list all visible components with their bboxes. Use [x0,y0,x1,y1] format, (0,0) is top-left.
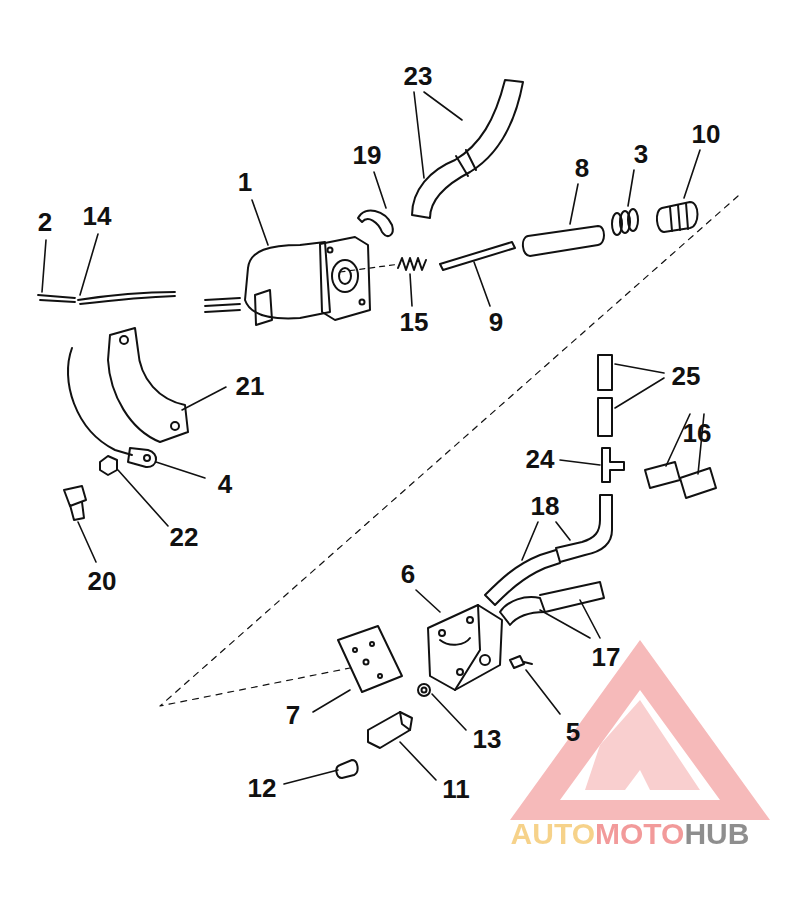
callout-number: 19 [353,142,382,168]
fuel-pump [428,605,502,690]
callout-number: 17 [592,644,621,670]
fitting [368,712,412,748]
washer [422,688,427,693]
callout-number: 11 [442,776,470,802]
callout-number: 10 [692,121,721,147]
spring [612,209,638,235]
callout-number: 5 [566,719,580,745]
watermark: AUTOMOTOHUB [511,819,750,849]
bracket [108,328,188,442]
assembly-line [160,196,738,706]
callout-number: 14 [83,203,112,229]
ground-wire [68,348,156,467]
callout-number: 6 [401,561,415,587]
hose [500,582,604,625]
tee-fitting [602,448,624,482]
callout-number: 22 [170,524,199,550]
callout-number: 12 [248,775,277,801]
washer [418,684,430,696]
leader-lines [42,92,704,784]
tube [598,355,612,436]
callout-number: 8 [575,155,589,181]
callout-number: 21 [236,373,265,399]
hose [645,462,716,498]
cap [657,202,698,232]
callout-number: 4 [218,471,232,497]
cap [336,760,357,778]
solenoid [245,237,370,325]
wire-leads [38,292,240,312]
callout-number: 7 [286,702,300,728]
callout-number: 23 [404,63,433,89]
callout-number: 2 [38,209,52,235]
pin [440,242,515,270]
callout-number: 25 [672,363,701,389]
bolt [64,486,86,520]
callout-number: 15 [400,309,429,335]
callout-number: 16 [683,420,712,446]
gasket [338,626,402,692]
callout-number: 13 [473,726,502,752]
callout-number: 1 [238,169,252,195]
callout-number: 3 [634,141,648,167]
tube [523,226,604,256]
hose [412,80,523,218]
spring [398,258,426,270]
clip [358,211,393,236]
callout-number: 20 [88,568,117,594]
screw [510,656,532,668]
callout-number: 9 [489,309,503,335]
callout-number: 18 [531,493,560,519]
callout-number: 24 [526,446,555,472]
nut [100,456,117,475]
watermark-logo [510,640,770,820]
